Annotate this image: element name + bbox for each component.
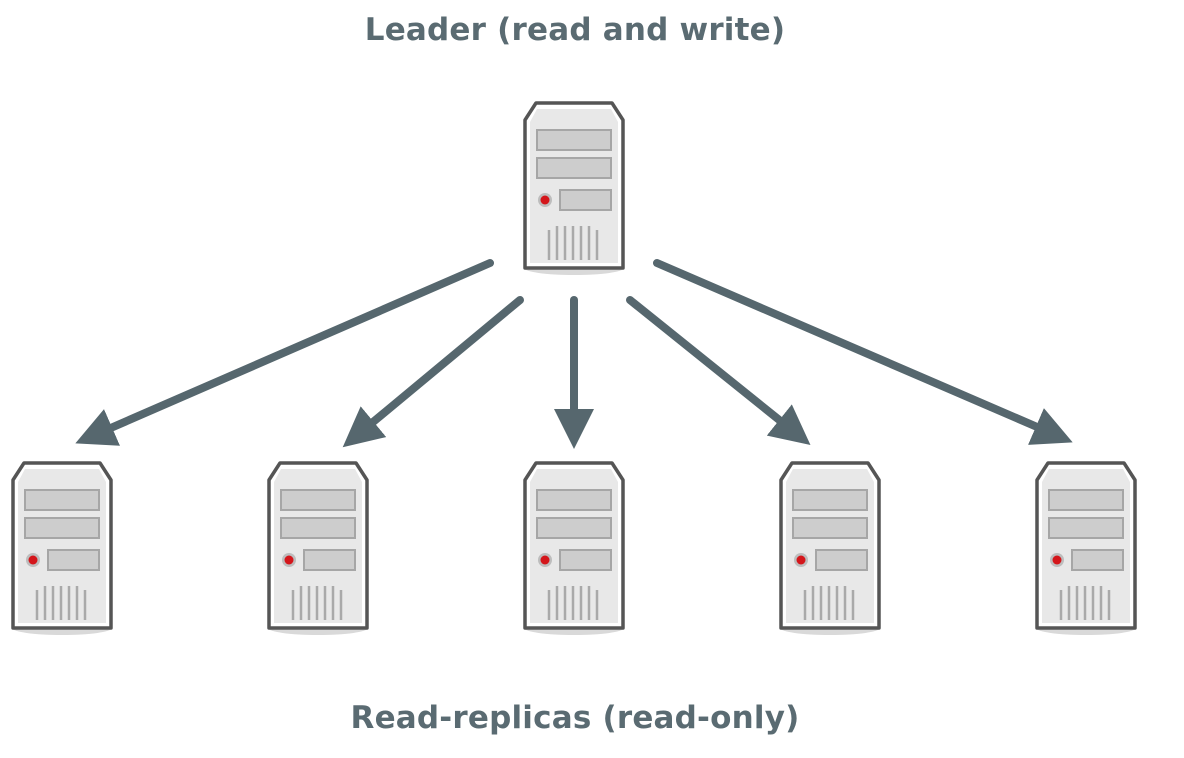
leader-server-icon: [522, 100, 626, 280]
arrow-to-replica-4: [626, 296, 811, 446]
replica-server-icon: [10, 460, 114, 640]
replica-server-icon: [1034, 460, 1138, 640]
replica-server-icon: [778, 460, 882, 640]
replicas-label: Read-replicas (read-only): [350, 700, 800, 736]
arrow-to-replica-5: [653, 259, 1073, 445]
replica-server-icon: [266, 460, 370, 640]
arrow-to-replica-1: [75, 259, 494, 446]
arrow-to-replica-2: [342, 296, 524, 448]
replica-server-icon: [522, 460, 626, 640]
leader-label: Leader (read and write): [364, 12, 786, 48]
